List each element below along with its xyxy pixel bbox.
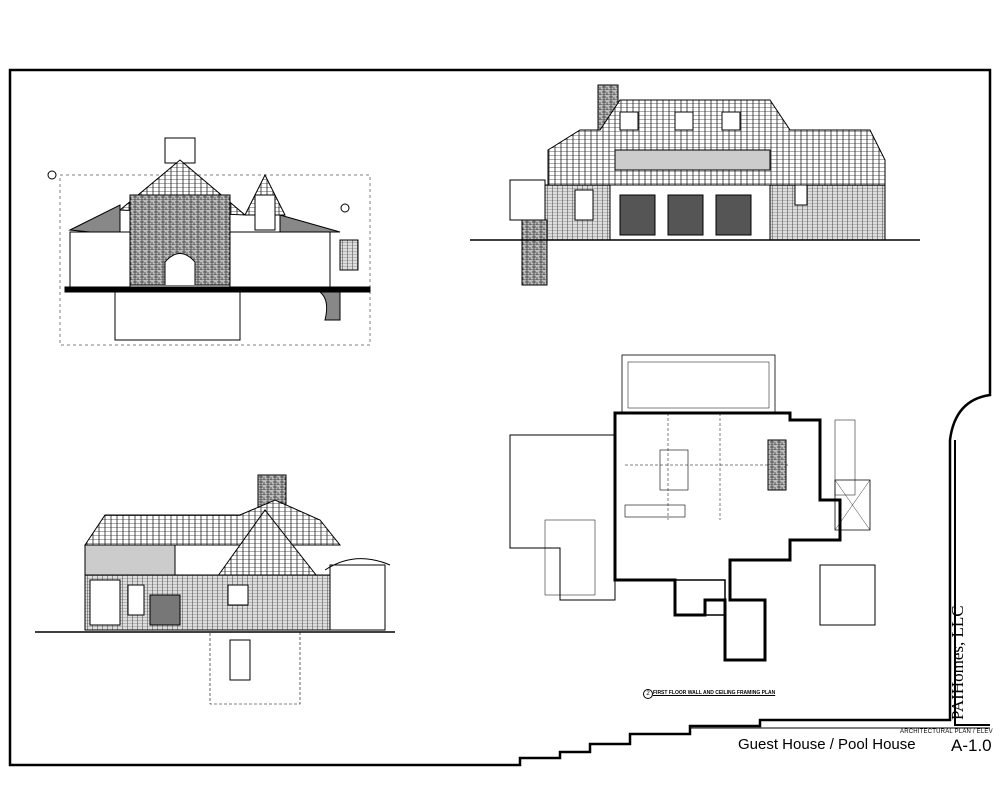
building-section-drawing bbox=[47, 137, 371, 346]
side-elevation-drawing bbox=[35, 474, 395, 705]
sheet-number: A-1.0 bbox=[951, 736, 992, 755]
floor-plan-caption: FIRST FLOOR WALL AND CEILING FRAMING PLA… bbox=[653, 690, 776, 696]
floor-plan-drawing bbox=[509, 354, 876, 662]
company-name: PAIHomes, LLC bbox=[948, 605, 967, 720]
project-title: Guest House / Pool House bbox=[738, 736, 916, 753]
drawing-number-badge: 2 bbox=[643, 689, 653, 699]
rear-elevation-drawing bbox=[470, 84, 920, 286]
sheet-subtitle: ARCHITECTURAL PLAN / ELEV bbox=[900, 729, 993, 735]
sheet-border bbox=[8, 68, 992, 767]
